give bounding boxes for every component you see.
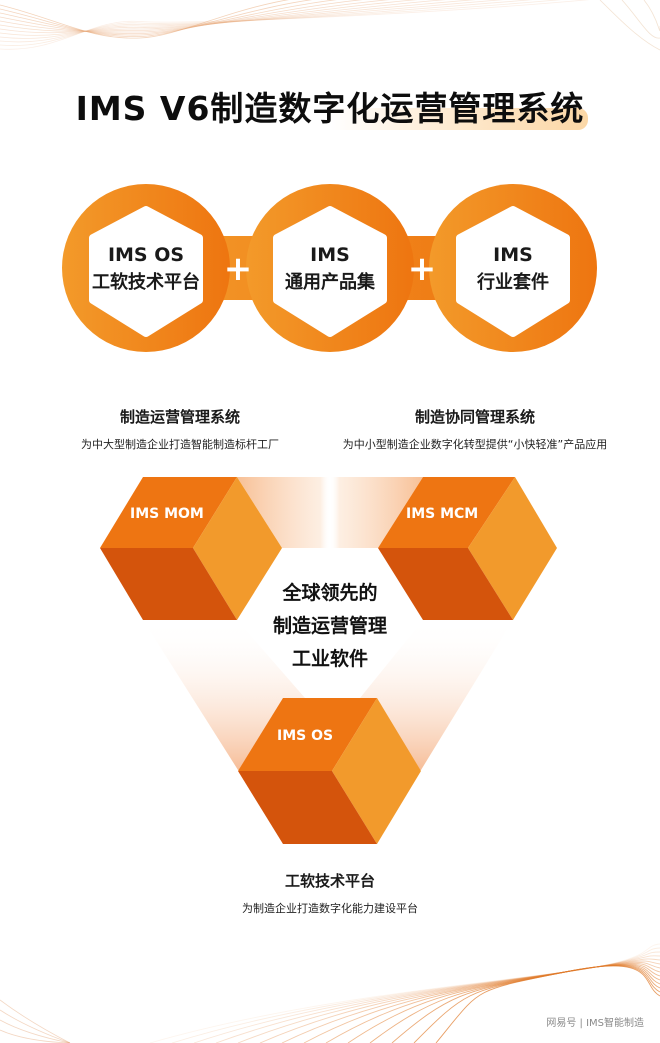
wave-line [325,963,660,1043]
formula-item-2-title: IMS [310,244,350,266]
cube-mcm-top-face [378,477,515,548]
cube-mom-left-face [100,548,237,620]
wave-line [0,0,313,37]
title-container: IMS V6制造数字化运营管理系统 [0,82,660,130]
formula-item-3-subtitle: 行业套件 [477,272,549,293]
center-line-2: 制造运营管理 [272,615,387,637]
description-left-subtext: 为中大型制造企业打造智能制造标杆工厂 [81,438,279,451]
cube-os-label: IMS OS [277,728,334,744]
plus-icon-1: + [223,249,253,289]
cube-mom-right-face [193,477,282,620]
formula-item-1: IMS OS 工软技术平台 [86,242,206,296]
wave-line [0,0,533,43]
cube-mcm-right-face [468,477,557,620]
cube-os [238,698,421,844]
wave-line [0,0,390,33]
cube-mom-label: IMS MOM [130,506,204,522]
cube-mcm-label: IMS MCM [406,506,479,522]
page-title: IMS V6制造数字化运营管理系统 [75,89,585,128]
description-right: 制造协同管理系统 为中小型制造企业数字化转型提供“小快轻准”产品应用 [320,406,630,452]
cube-mcm-left-face [378,548,513,620]
wave-line [0,1019,71,1043]
cube-mcm [378,477,557,620]
wave-line [171,947,660,1043]
wave-line [215,955,660,1043]
cube-mom-top-face [100,477,237,548]
cube-triangle-diagram [100,477,557,844]
wave-line [0,1009,71,1043]
formula-item-1-subtitle: 工软技术平台 [92,272,200,293]
formula-item-3: IMS 行业套件 [453,242,573,296]
wave-line [0,0,290,39]
wave-line [237,958,660,1043]
wave-line [0,999,71,1043]
description-bottom-heading: 工软技术平台 [284,872,375,890]
watermark: 网易号 | IMS智能制造 [546,1018,644,1029]
wave-line [599,0,660,51]
wave-line [0,0,446,34]
formula-item-2: IMS 通用产品集 [270,242,390,296]
beam-top [237,477,423,548]
wave-line [0,0,504,39]
cube-os-top-face [238,698,377,771]
formula-item-3-title: IMS [493,244,533,266]
beam-right [360,620,513,770]
wave-line [369,964,660,1043]
wave-line [0,0,338,36]
description-right-heading: 制造协同管理系统 [414,408,535,426]
wave-line [303,963,660,1043]
wave-line [149,943,660,1043]
center-statement: 全球领先的 制造运营管理 工业软件 [230,577,430,676]
center-line-3: 工业软件 [291,648,368,670]
wave-line [0,0,475,36]
wave-line [435,965,660,1043]
wave-line [347,964,660,1043]
plus-icon-2: + [407,249,437,289]
decorative-wave-top [0,0,660,51]
cube-os-right-face [332,698,421,844]
hexagon-1 [89,206,203,337]
wave-line [0,0,418,32]
formula-item-2-subtitle: 通用产品集 [285,272,375,293]
cube-mom [100,477,282,620]
wave-line [0,0,589,50]
wave-line [0,0,561,46]
description-left: 制造运营管理系统 为中大型制造企业打造智能制造标杆工厂 [60,406,300,452]
wave-line [281,962,660,1043]
description-right-subtext: 为中小型制造企业数字化转型提供“小快轻准”产品应用 [342,438,608,451]
formula-ring-diagram [62,184,597,352]
wave-line [259,960,660,1043]
description-bottom-subtext: 为制造企业打造数字化能力建设平台 [242,902,418,915]
center-line-1: 全球领先的 [282,582,378,604]
wave-line [0,0,363,34]
hexagon-2 [273,206,387,337]
wave-line [621,0,660,39]
cube-os-left-face [238,771,377,844]
description-left-heading: 制造运营管理系统 [119,408,240,426]
hexagon-3 [456,206,570,337]
title-highlight [330,108,588,130]
wave-line [413,965,660,1043]
wave-line [193,951,660,1043]
ring-shape [62,184,597,352]
description-bottom: 工软技术平台 为制造企业打造数字化能力建设平台 [180,870,480,916]
formula-item-1-title: IMS OS [107,244,185,266]
